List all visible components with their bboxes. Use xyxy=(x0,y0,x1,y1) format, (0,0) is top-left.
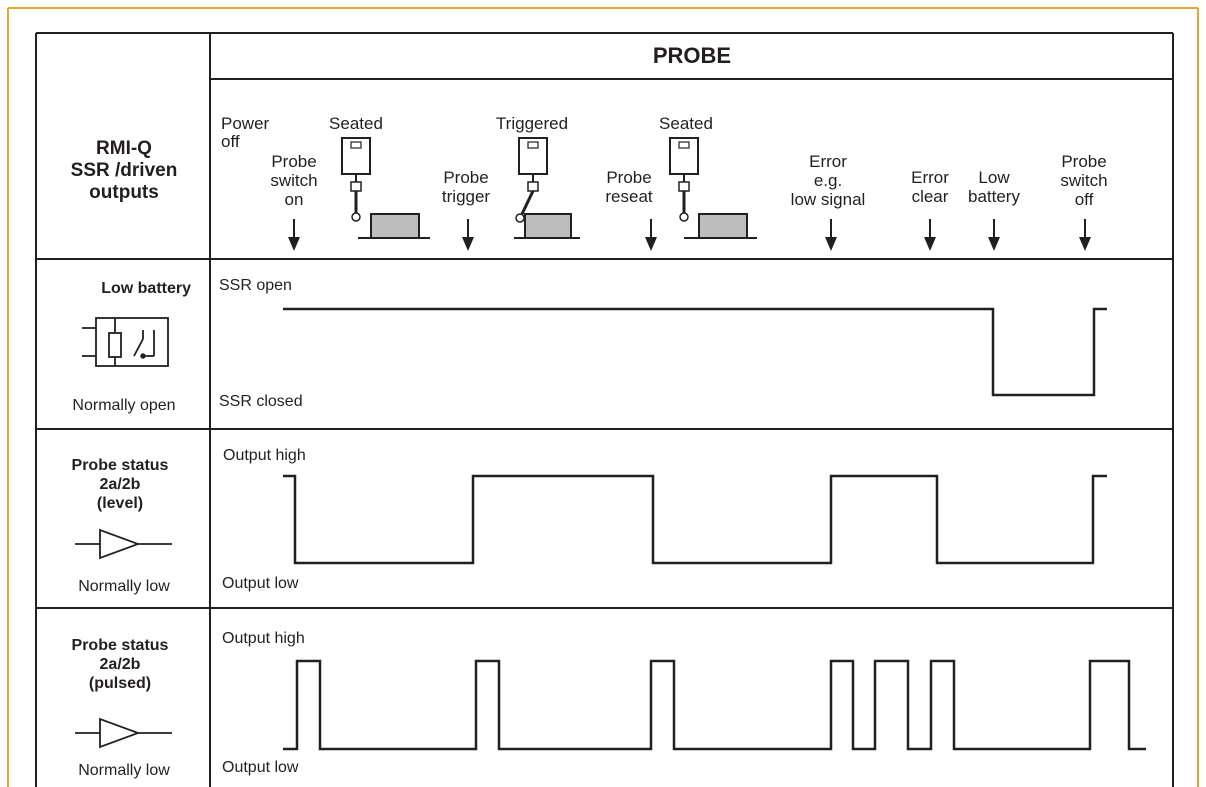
probe-triggered-icon xyxy=(514,137,580,239)
row-title: (level) xyxy=(97,495,143,512)
event-label: Power xyxy=(221,114,270,133)
signal-trace-level xyxy=(283,474,1107,565)
row-high-label: SSR open xyxy=(219,277,292,294)
row-probe-status-level: Probe status 2a/2b (level) Normally low … xyxy=(72,447,1107,595)
event-label: switch xyxy=(1060,171,1107,190)
down-arrow-icon xyxy=(645,219,657,251)
probe-state-label: Seated xyxy=(659,114,713,133)
signal-trace-ssr xyxy=(283,307,1107,397)
outputs-heading-line: SSR /driven xyxy=(71,160,178,181)
down-arrow-icon xyxy=(988,219,1000,251)
event-probe-reseat: Probe reseat xyxy=(605,168,653,206)
probe-state-label: Seated xyxy=(329,114,383,133)
row-title: (pulsed) xyxy=(89,675,151,692)
event-label: reseat xyxy=(605,187,653,206)
event-label: battery xyxy=(968,187,1020,206)
signal-trace-pulsed xyxy=(283,659,1146,751)
row-low-label: Output low xyxy=(222,759,299,776)
outputs-heading-line: outputs xyxy=(89,182,159,203)
down-arrow-icon xyxy=(1079,219,1091,251)
row-title: Probe status xyxy=(72,457,169,474)
event-label: Probe xyxy=(271,152,316,171)
probe-header: PROBE xyxy=(653,43,731,68)
buffer-amplifier-icon xyxy=(75,528,172,560)
relay-switch-icon xyxy=(82,317,169,367)
row-title: Probe status xyxy=(72,637,169,654)
event-label: Probe xyxy=(606,168,651,187)
row-normal-state: Normally open xyxy=(72,397,175,414)
event-low-battery: Low battery xyxy=(968,168,1020,206)
event-label: Probe xyxy=(443,168,488,187)
row-normal-state: Normally low xyxy=(78,762,170,779)
event-arrows xyxy=(288,219,1091,251)
event-label: e.g. xyxy=(814,171,842,190)
row-title: 2a/2b xyxy=(100,476,141,493)
table-grid xyxy=(35,32,1174,787)
event-probe-switch-on: Probe switch on xyxy=(270,152,317,209)
row-normal-state: Normally low xyxy=(78,578,170,595)
row-high-label: Output high xyxy=(223,447,306,464)
outputs-heading-line: RMI-Q xyxy=(96,138,152,159)
event-power-off: Power off xyxy=(221,114,270,151)
event-label: clear xyxy=(912,187,949,206)
event-error-clear: Error clear xyxy=(911,168,949,206)
page-frame xyxy=(7,7,1199,787)
probe-seated-icon xyxy=(669,137,757,239)
event-label: low signal xyxy=(791,190,866,209)
row-low-label: SSR closed xyxy=(219,393,303,410)
event-label: Probe xyxy=(1061,152,1106,171)
outputs-heading: RMI-Q SSR /driven outputs xyxy=(71,138,178,203)
buffer-amplifier-icon xyxy=(75,717,172,749)
row-high-label: Output high xyxy=(222,630,305,647)
event-label: off xyxy=(221,132,240,151)
event-label: Error xyxy=(911,168,949,187)
event-probe-switch-off: Probe switch off xyxy=(1060,152,1107,209)
event-label: off xyxy=(1075,190,1094,209)
row-low-label: Output low xyxy=(222,575,299,592)
event-error: Error e.g. low signal xyxy=(791,152,866,209)
down-arrow-icon xyxy=(288,219,300,251)
row-probe-status-pulsed: Probe status 2a/2b (pulsed) Normally low… xyxy=(72,630,1146,779)
event-label: Low xyxy=(978,168,1010,187)
row-title: 2a/2b xyxy=(100,656,141,673)
event-label: switch xyxy=(270,171,317,190)
down-arrow-icon xyxy=(462,219,474,251)
event-label: on xyxy=(285,190,304,209)
probe-state-label: Triggered xyxy=(496,114,568,133)
event-label: trigger xyxy=(442,187,491,206)
down-arrow-icon xyxy=(924,219,936,251)
row-title: Low battery xyxy=(101,280,191,297)
down-arrow-icon xyxy=(825,219,837,251)
probe-seated-icon xyxy=(341,137,430,239)
event-label: Error xyxy=(809,152,847,171)
row-low-battery: Low battery Normally open SSR open SSR c… xyxy=(72,277,1107,414)
event-probe-trigger: Probe trigger xyxy=(442,168,491,206)
